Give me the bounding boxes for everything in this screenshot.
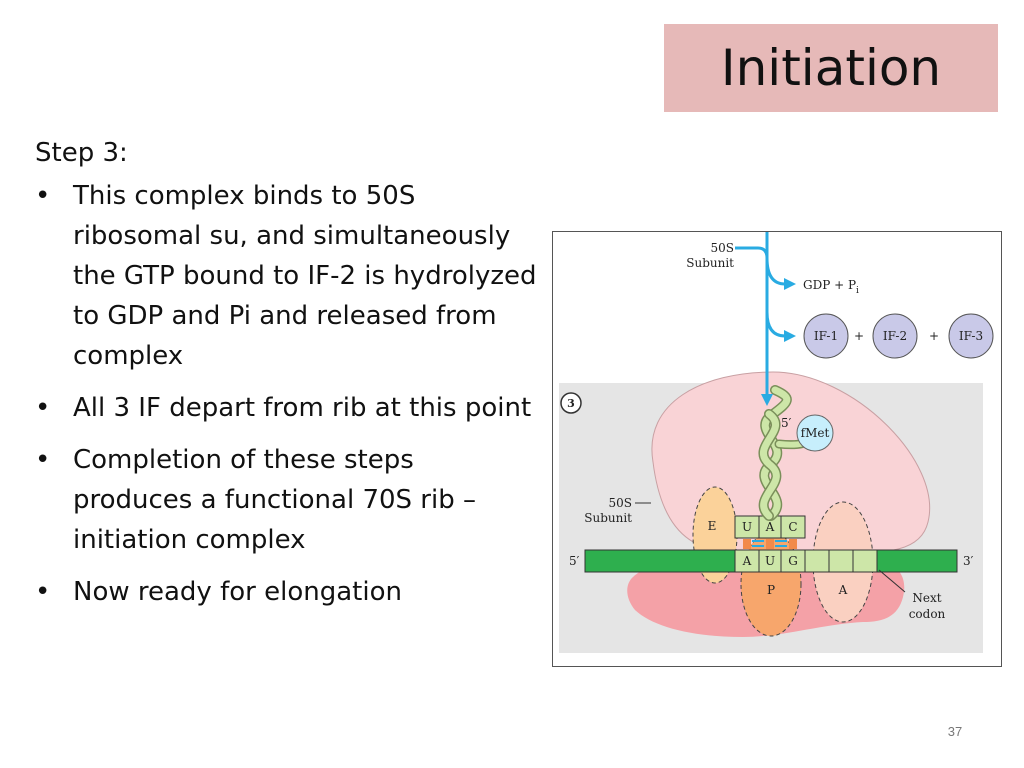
step-marker-label: 3	[567, 397, 575, 410]
codon-boxes	[734, 549, 878, 573]
p-site-label: P	[767, 583, 775, 597]
fmet-circle	[796, 414, 834, 452]
plus-sign-2: +	[929, 329, 939, 343]
trna-5prime-label: 5′	[781, 416, 792, 430]
arrow-branch-top	[735, 246, 786, 286]
next-codon-label-line1: Next	[912, 591, 941, 605]
side-subunit-label-line1: 50S	[609, 496, 633, 510]
anticodon-1: U	[742, 520, 752, 534]
e-site-label: E	[708, 519, 717, 533]
step-marker-circle	[560, 392, 582, 414]
bullet-item: • All 3 IF depart from rib at this point	[35, 388, 540, 428]
if2-circle	[872, 313, 918, 359]
base-pair-mark	[743, 539, 751, 549]
trna-strand	[759, 410, 780, 520]
codon-2: U	[765, 554, 775, 568]
top-subunit-label-line2: Subunit	[686, 256, 734, 270]
base-pair-mark	[789, 539, 797, 549]
anticodon-2: A	[765, 520, 775, 534]
bullet-text: This complex binds to 50S ribosomal su, …	[73, 181, 537, 371]
arrow-head-factors	[784, 330, 796, 342]
codon-1: A	[742, 554, 752, 568]
codon-box-5	[828, 549, 854, 573]
gdp-label-main: GDP + P	[803, 278, 856, 292]
base-pair-marks	[743, 539, 797, 549]
bullet-item: • Completion of these steps produces a fu…	[35, 440, 540, 560]
ribosome-diagram: 50S Subunit GDP + Pi IF-1 IF-2 IF-3 + + …	[552, 231, 1002, 667]
codon-box-4	[804, 549, 830, 573]
bullet-text: All 3 IF depart from rib at this point	[73, 393, 532, 423]
codon-3: G	[788, 554, 798, 568]
a-site-label: A	[838, 583, 848, 597]
if3-label: IF-3	[959, 329, 983, 343]
bullet-text: Completion of these steps produces a fun…	[73, 445, 476, 555]
top-subunit-label-line1: 50S	[711, 241, 735, 255]
bullet-glyph: •	[35, 577, 51, 607]
if1-circle	[803, 313, 849, 359]
anticodon-box-3	[780, 515, 806, 539]
side-subunit-label-line2: Subunit	[584, 511, 632, 525]
anticodon-3: C	[788, 520, 797, 534]
if1-label: IF-1	[814, 329, 838, 343]
next-codon-leader-line	[878, 569, 906, 593]
bullet-glyph: •	[35, 445, 51, 475]
base-pair-mark	[766, 539, 774, 549]
bullet-item: • Now ready for elongation	[35, 572, 540, 612]
step-heading: Step 3:	[35, 138, 128, 168]
bullet-glyph: •	[35, 393, 51, 423]
diagram-svg: 50S Subunit GDP + Pi IF-1 IF-2 IF-3 + + …	[559, 232, 994, 653]
bullet-item: • This complex binds to 50S ribosomal su,…	[35, 176, 540, 376]
slide-title: Initiation	[720, 39, 942, 97]
next-codon-label-line2: codon	[909, 607, 946, 621]
mrna-5prime-label: 5′	[569, 554, 580, 568]
hydrogen-bonds	[752, 540, 787, 547]
slide-content: Step 3: • This complex binds to 50S ribos…	[35, 134, 540, 624]
gdp-label: GDP + Pi	[803, 278, 859, 296]
arrow-head-gdp	[784, 278, 796, 290]
if3-circle	[948, 313, 994, 359]
title-box: Initiation	[664, 24, 998, 112]
bullet-glyph: •	[35, 181, 51, 211]
gdp-label-subscript: i	[856, 286, 859, 296]
mrna-3prime-label: 3′	[963, 554, 974, 568]
bullet-text: Now ready for elongation	[73, 577, 402, 607]
codon-box-6	[852, 549, 878, 573]
fmet-label: fMet	[801, 426, 830, 440]
slide-number: 37	[947, 724, 963, 739]
arrow-head-main	[761, 394, 773, 406]
plus-sign-1: +	[854, 329, 864, 343]
bullet-list: • This complex binds to 50S ribosomal su,…	[35, 176, 540, 612]
arrow-branch-factors	[765, 311, 786, 338]
if2-label: IF-2	[883, 329, 907, 343]
anticodon-boxes	[734, 515, 806, 539]
